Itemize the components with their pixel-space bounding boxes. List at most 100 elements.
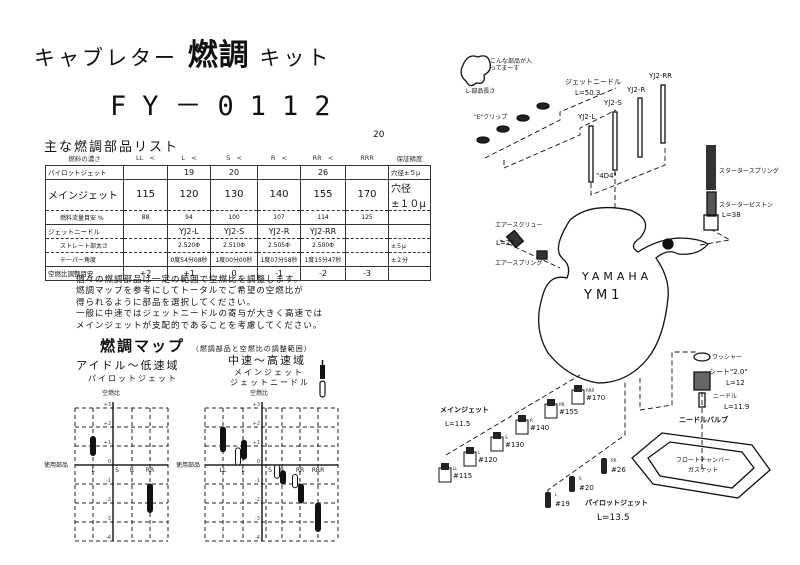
header-cell: LL <	[136, 153, 155, 162]
main-jet-icon	[571, 389, 585, 405]
needle-icon	[698, 392, 706, 408]
starter-spring-label: スタータースプリング	[719, 168, 779, 175]
table-cell: 115	[123, 178, 168, 210]
header-cell: RR <	[312, 153, 334, 162]
table-cell: +2	[123, 265, 168, 281]
range-bar-L	[235, 447, 241, 466]
y-tick-label: +3	[104, 402, 111, 408]
float-chamber-gasket-icon	[631, 432, 771, 499]
model-code: FY－0112	[110, 91, 347, 122]
air-screw-label: エアースクリュー	[495, 222, 543, 229]
main-jet-grade: RR	[559, 402, 565, 407]
tolerance-cell	[388, 223, 431, 238]
right-map-heading: 中速～高速域	[228, 354, 306, 367]
main-jet-icon	[490, 436, 504, 452]
pilot-jet-grade: RR	[611, 458, 617, 463]
main-jet-icon	[463, 451, 477, 467]
note-line: 燃調マップを参考にしてトータルでご希望の空燃比が	[76, 286, 304, 297]
main-jet-number: #120	[478, 456, 498, 464]
page-number: 20	[373, 130, 385, 140]
body-brand: YAMAHA	[582, 270, 653, 283]
e-clip-icons	[476, 102, 550, 144]
range-bar-RR	[298, 483, 304, 504]
row-label: 空燃比調整目安	[45, 265, 124, 281]
tolerance-cell: ±２分	[388, 251, 431, 266]
y-tick-label: -4	[255, 535, 260, 541]
x-tick-label: L	[241, 467, 245, 474]
title-main: 燃調	[187, 38, 250, 73]
note-line: 一般に中速ではジェットニードルの寄与が大きく高速では	[76, 309, 324, 320]
pilot-jet-label: パイロットジェット	[585, 499, 648, 507]
table-cell: -1	[257, 265, 301, 281]
table-cell: 170	[345, 178, 389, 210]
y-tick-label: -3	[255, 516, 260, 522]
main-jet-icon	[544, 403, 558, 419]
left-map-subheading: パイロットジェット	[88, 374, 178, 383]
needle-yj2-r: YJ2-R	[627, 86, 646, 94]
seat-icon	[693, 371, 711, 391]
tolerance-cell: 穴径±１０μ	[388, 178, 431, 210]
y-tick-label: -3	[106, 516, 111, 522]
header-cell: 燃料の濃さ	[68, 154, 101, 163]
main-jet-grade: R	[530, 418, 533, 423]
main-jet-grade: RRR	[586, 388, 595, 393]
y-tick-label: +2	[253, 421, 260, 427]
right-map: +3+2+10-1-2-3-4LLLSRRRRRR	[204, 402, 339, 542]
starter-piston-icon	[706, 191, 717, 217]
notes-paragraph: 個々の燃調部品は一定の範囲で空燃比を調整します。 燃調マップを参考にしてトータル…	[76, 275, 323, 332]
note-line: 得られるように部品を選択してください。	[76, 297, 256, 308]
air-screw-icon	[505, 229, 525, 249]
title-prefix: キャブレター	[34, 46, 178, 70]
main-jet-grade: L	[478, 450, 481, 455]
y-tick-label: -1	[106, 478, 111, 484]
e-clip-label: "E"クリップ	[474, 114, 508, 121]
float-gasket-label-1: フロートチャンバー	[676, 457, 730, 464]
right-y-axis-label: 空燃比	[250, 390, 269, 397]
jet-needle-length: L=50.3	[575, 89, 601, 97]
fuel-map-subtitle: （燃調部品と空燃比の調整範囲）	[191, 345, 312, 353]
fuel-map-title: 燃調マップ （燃調部品と空燃比の調整範囲）	[100, 337, 312, 355]
tolerance-cell	[388, 209, 431, 224]
starter-piston-label: スターターピストン	[719, 202, 774, 209]
float-gasket-label-2: ガスケット	[688, 467, 719, 474]
needle-valve-label: ニードルバルブ	[679, 416, 728, 424]
left-y-axis-label: 空燃比	[102, 390, 121, 397]
needle-label: ニードル	[713, 393, 738, 400]
right-x-axis-label: 使用部品	[176, 462, 201, 469]
y-tick-label: +1	[104, 440, 111, 446]
y-tick-label: -4	[106, 535, 111, 541]
air-spring-label: エアースプリング	[495, 260, 543, 267]
main-jet-grade: S	[505, 435, 508, 440]
pilot-jet-grade: S	[579, 476, 582, 481]
table-cell: 155	[300, 178, 346, 210]
pilot-jet-icon	[601, 458, 607, 474]
y-tick-label: +3	[253, 402, 260, 408]
jet-needle-icons	[588, 84, 666, 183]
x-tick-label: LL	[220, 467, 227, 474]
pilot-jet-number: #26	[611, 466, 626, 474]
note-line: メインジェットが支配的であることを考慮してください。	[76, 320, 323, 331]
table-cell: -2	[300, 265, 346, 281]
row-label: メインジェット	[45, 178, 124, 210]
parts-list-title: 主な燃調部品リスト	[44, 140, 180, 155]
right-map-subheading-main: メインジェット	[234, 368, 304, 377]
needle-yj2-rr: YJ2-RR	[649, 72, 673, 80]
left-map-heading: アイドル～低速域	[76, 359, 180, 372]
needle-mark: "4D4"	[596, 172, 617, 180]
air-spring-icon	[536, 250, 548, 260]
table-header: 燃料の濃さ LL < L < S < R < RR < RRR 保証精度	[46, 151, 431, 165]
main-jet-number: #170	[586, 394, 606, 402]
pilot-jet-number: #19	[555, 500, 570, 508]
main-jet-number: #155	[559, 408, 579, 416]
main-jet-icon	[515, 419, 529, 435]
range-bar-RR	[292, 474, 298, 489]
y-tick-label: -2	[255, 497, 260, 503]
washer-icon	[693, 352, 711, 362]
table-cell: +1	[167, 265, 211, 281]
